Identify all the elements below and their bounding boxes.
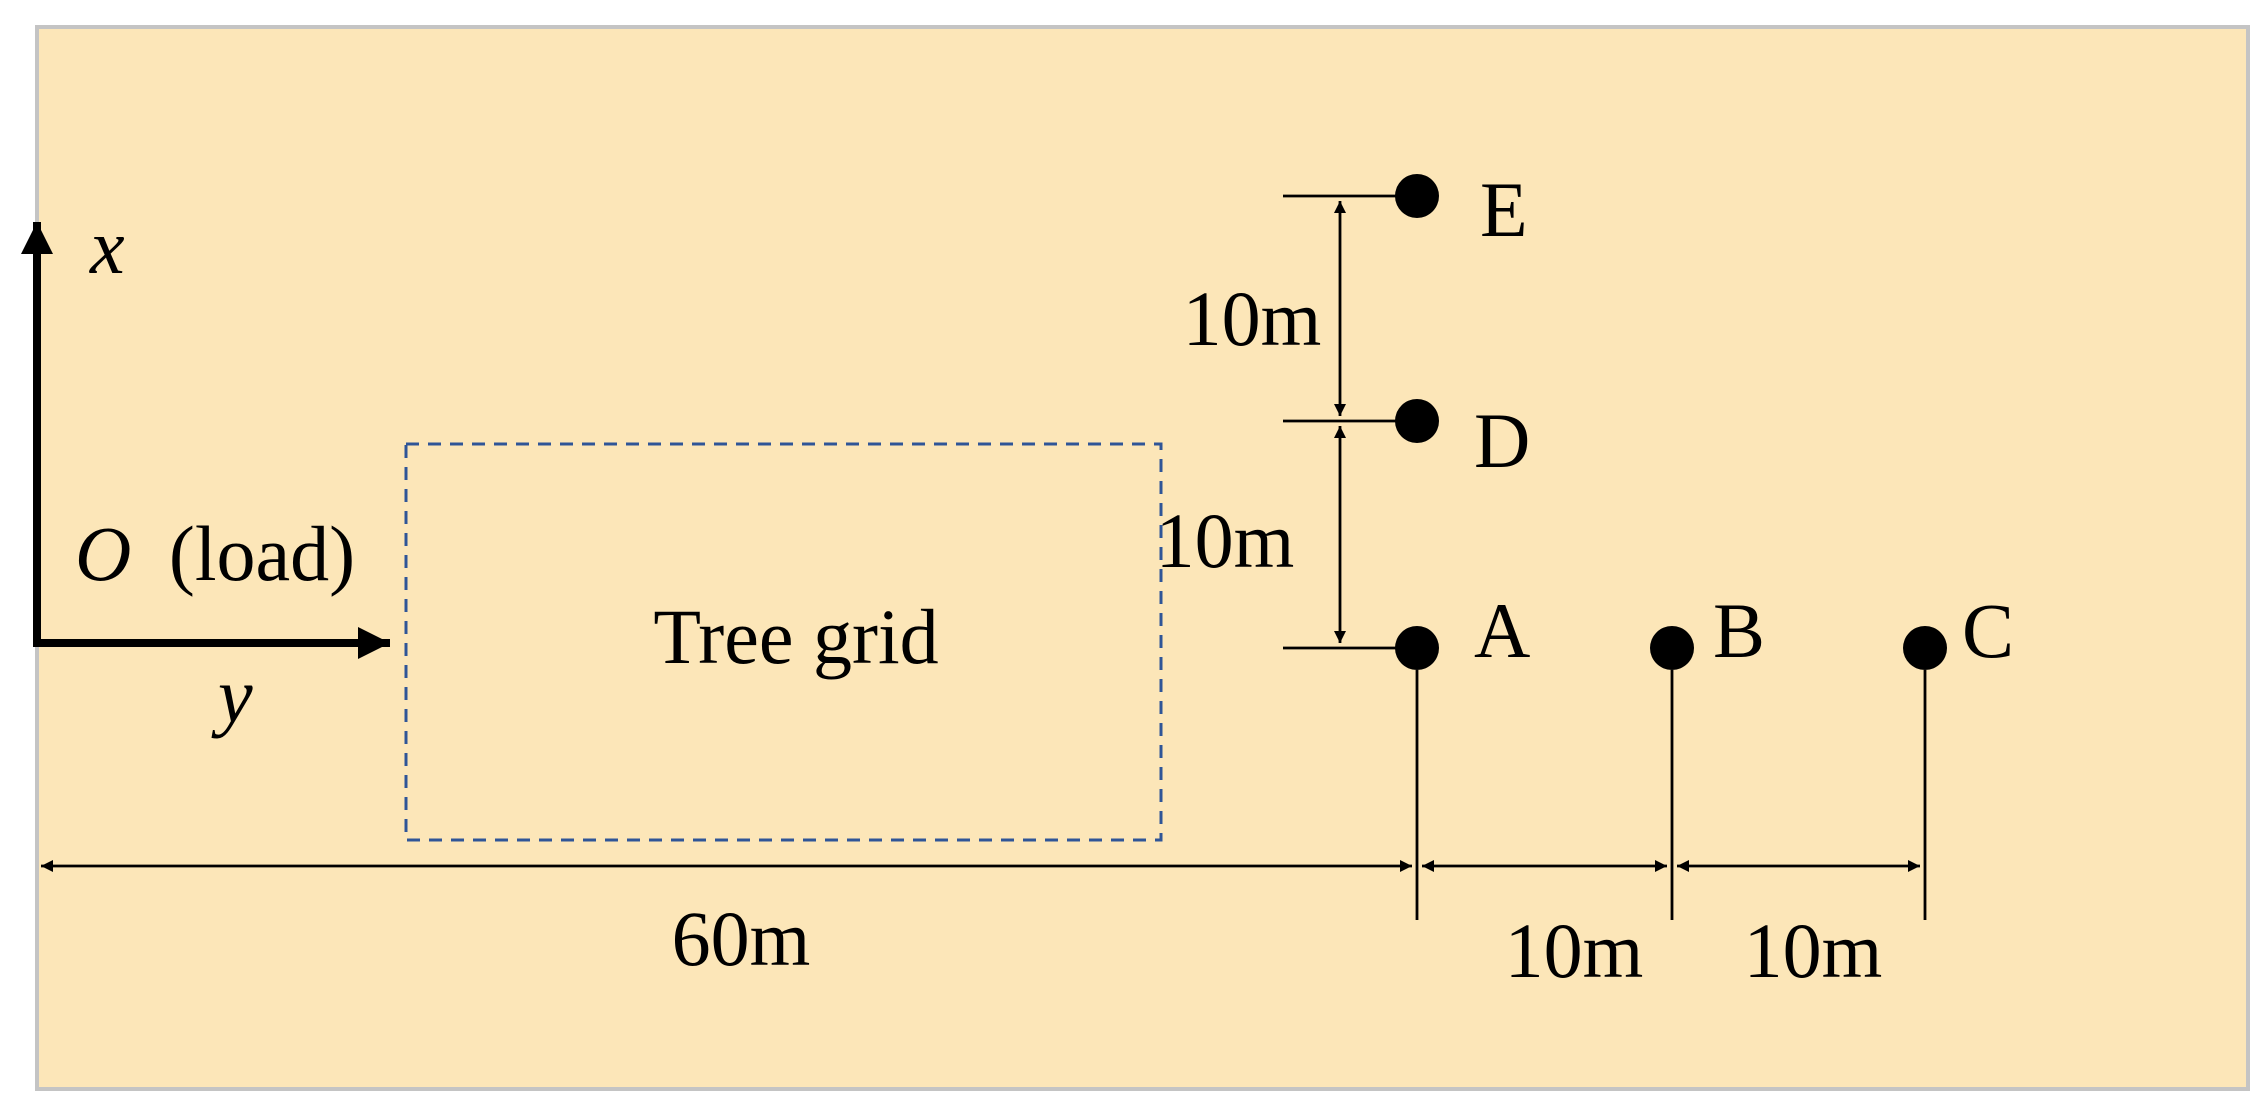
- origin-note: (load): [169, 510, 355, 597]
- point-e-label: E: [1480, 166, 1528, 253]
- dimension-b-to-c-label: 10m: [1744, 907, 1883, 994]
- point-b-label: B: [1713, 587, 1765, 674]
- point-d-marker: [1395, 399, 1439, 443]
- diagram-background: [35, 25, 2250, 1091]
- tree-grid-region: [404, 442, 1163, 842]
- point-d-label: D: [1474, 397, 1530, 484]
- y-axis-label: y: [211, 652, 253, 739]
- dimension-a-to-b-label: 10m: [1505, 907, 1644, 994]
- dimension-d-to-e-label: 10m: [1183, 275, 1322, 362]
- dimension-origin-to-a-label: 60m: [672, 895, 811, 982]
- origin-letter: O: [75, 510, 131, 597]
- point-c-label: C: [1962, 587, 2014, 674]
- point-b-marker: [1650, 626, 1694, 670]
- point-a-marker: [1395, 626, 1439, 670]
- tree-grid-label: Tree grid: [653, 593, 938, 680]
- origin-label: O (load): [75, 510, 355, 597]
- point-a-label: A: [1474, 587, 1530, 674]
- point-e-marker: [1395, 174, 1439, 218]
- x-axis-label: x: [89, 203, 125, 290]
- point-c-marker: [1903, 626, 1947, 670]
- dimension-a-to-d-label: 10m: [1156, 497, 1295, 584]
